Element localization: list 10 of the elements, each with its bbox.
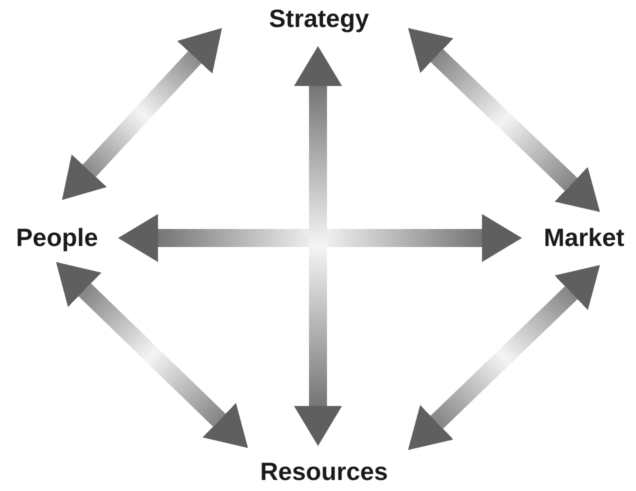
double-arrow: [62, 28, 222, 200]
double-arrow: [118, 214, 522, 262]
node-label: Resources: [260, 460, 388, 484]
node-label: Market: [544, 226, 624, 250]
double-arrow: [408, 265, 600, 450]
double-arrow: [408, 28, 600, 212]
node-label: Strategy: [268, 6, 370, 32]
node-label: People: [16, 226, 98, 250]
double-arrow: [294, 46, 342, 446]
double-arrow: [56, 262, 248, 448]
